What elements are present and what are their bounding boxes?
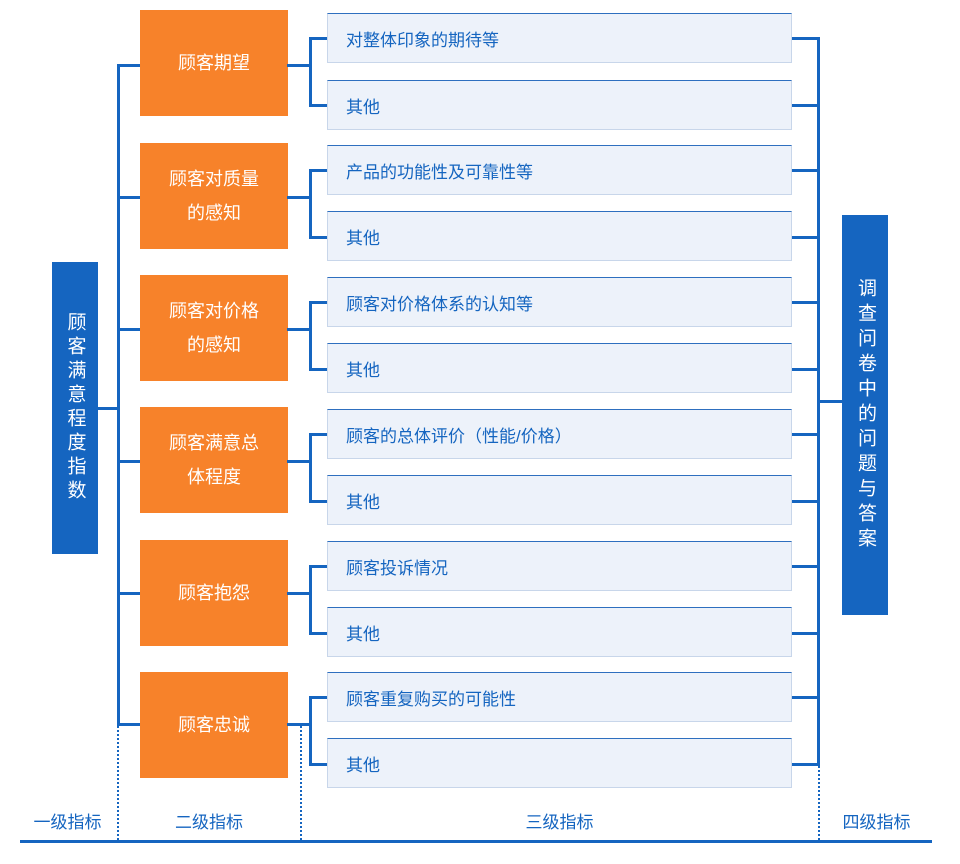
level3-node-3[interactable]: 产品的功能性及可靠性等 bbox=[327, 145, 792, 195]
connector-bracket-2 bbox=[309, 169, 312, 239]
level3-label-3: 产品的功能性及可靠性等 bbox=[346, 162, 533, 182]
legend-baseline bbox=[20, 840, 932, 843]
level3-node-8[interactable]: 其他 bbox=[327, 475, 792, 525]
connector-bracket-5 bbox=[309, 565, 312, 635]
connector-l3-out-5 bbox=[792, 301, 820, 304]
connector-bracket-4 bbox=[309, 433, 312, 503]
connector-l2-out-3 bbox=[287, 328, 312, 331]
level2-label-1: 顾客期望 bbox=[178, 53, 250, 73]
level2-label-6: 顾客忠诚 bbox=[178, 715, 250, 735]
legend-label-3: 三级指标 bbox=[525, 813, 594, 832]
level3-node-2[interactable]: 其他 bbox=[327, 80, 792, 130]
connector-bracket-2-top bbox=[309, 169, 329, 172]
connector-bracket-3-bottom bbox=[309, 368, 329, 371]
connector-branch-l2-4 bbox=[117, 460, 142, 463]
legend-label-4: 四级指标 bbox=[842, 813, 911, 832]
level3-node-5[interactable]: 顾客对价格体系的认知等 bbox=[327, 277, 792, 327]
connector-bracket-5-top bbox=[309, 565, 329, 568]
level3-node-9[interactable]: 顾客投诉情况 bbox=[327, 541, 792, 591]
connector-l3-out-9 bbox=[792, 565, 820, 568]
level1-node: 顾客满意程度指数 bbox=[52, 262, 98, 554]
level2-node-3[interactable]: 顾客对价格的感知 bbox=[140, 275, 288, 381]
level3-node-1[interactable]: 对整体印象的期待等 bbox=[327, 13, 792, 63]
connector-l2-out-2 bbox=[287, 196, 312, 199]
connector-bracket-2-bottom bbox=[309, 236, 329, 239]
connector-level4-stub bbox=[817, 400, 845, 403]
connector-l3-out-6 bbox=[792, 368, 820, 371]
connector-bracket-3 bbox=[309, 301, 312, 371]
connector-l3-out-3 bbox=[792, 169, 820, 172]
connector-l3-out-12 bbox=[792, 763, 820, 766]
connector-l3-out-10 bbox=[792, 632, 820, 635]
legend-label-2: 二级指标 bbox=[175, 813, 243, 832]
level3-label-4: 其他 bbox=[346, 228, 380, 248]
legend-divider-3 bbox=[818, 726, 820, 840]
level1-label: 顾客满意程度指数 bbox=[64, 312, 86, 504]
connector-bracket-6 bbox=[309, 696, 312, 766]
connector-bracket-1-top bbox=[309, 37, 329, 40]
connector-bracket-3-top bbox=[309, 301, 329, 304]
connector-level1-stub bbox=[98, 407, 120, 410]
connector-l2-out-4 bbox=[287, 460, 312, 463]
connector-bracket-6-bottom bbox=[309, 763, 329, 766]
level3-node-7[interactable]: 顾客的总体评价（性能/价格） bbox=[327, 409, 792, 459]
connector-bracket-4-top bbox=[309, 433, 329, 436]
legend-divider-2 bbox=[300, 726, 302, 840]
connector-l3-out-1 bbox=[792, 37, 820, 40]
connector-l2-out-1 bbox=[287, 64, 312, 67]
connector-l3-out-7 bbox=[792, 433, 820, 436]
connector-branch-l2-5 bbox=[117, 592, 142, 595]
level2-label-3: 顾客对价格的感知 bbox=[169, 301, 259, 355]
connector-l3-out-2 bbox=[792, 104, 820, 107]
connector-l3-out-11 bbox=[792, 696, 820, 699]
connector-l2-out-5 bbox=[287, 592, 312, 595]
level3-node-4[interactable]: 其他 bbox=[327, 211, 792, 261]
legend-divider-1 bbox=[117, 726, 119, 840]
level3-node-12[interactable]: 其他 bbox=[327, 738, 792, 788]
level2-node-2[interactable]: 顾客对质量的感知 bbox=[140, 143, 288, 249]
level3-label-6: 其他 bbox=[346, 360, 380, 380]
level3-label-2: 其他 bbox=[346, 97, 380, 117]
connector-l3-out-8 bbox=[792, 500, 820, 503]
connector-bracket-5-bottom bbox=[309, 632, 329, 635]
level2-label-2: 顾客对质量的感知 bbox=[169, 169, 259, 223]
level2-node-1[interactable]: 顾客期望 bbox=[140, 10, 288, 116]
connector-bracket-6-top bbox=[309, 696, 329, 699]
connector-branch-l2-6 bbox=[117, 723, 142, 726]
legend-label-1: 一级指标 bbox=[33, 813, 102, 832]
connector-branch-l2-3 bbox=[117, 328, 142, 331]
connector-l2-out-6 bbox=[287, 723, 312, 726]
connector-l3-out-4 bbox=[792, 236, 820, 239]
level3-label-9: 顾客投诉情况 bbox=[346, 558, 448, 578]
level3-node-11[interactable]: 顾客重复购买的可能性 bbox=[327, 672, 792, 722]
connector-branch-l2-1 bbox=[117, 64, 142, 67]
level3-label-7: 顾客的总体评价（性能/价格） bbox=[346, 426, 572, 446]
connector-bracket-1 bbox=[309, 37, 312, 107]
level3-label-8: 其他 bbox=[346, 492, 380, 512]
level2-node-5[interactable]: 顾客抱怨 bbox=[140, 540, 288, 646]
level4-label: 调查问卷中的问题与答案 bbox=[855, 277, 876, 553]
level3-label-10: 其他 bbox=[346, 624, 380, 644]
level2-node-4[interactable]: 顾客满意总体程度 bbox=[140, 407, 288, 513]
connector-bracket-1-bottom bbox=[309, 104, 329, 107]
level3-label-12: 其他 bbox=[346, 755, 380, 775]
level2-node-6[interactable]: 顾客忠诚 bbox=[140, 672, 288, 778]
level3-node-10[interactable]: 其他 bbox=[327, 607, 792, 657]
connector-branch-l2-2 bbox=[117, 196, 142, 199]
connector-bracket-4-bottom bbox=[309, 500, 329, 503]
level3-label-1: 对整体印象的期待等 bbox=[346, 30, 499, 50]
level3-label-11: 顾客重复购买的可能性 bbox=[346, 689, 516, 709]
level3-node-6[interactable]: 其他 bbox=[327, 343, 792, 393]
level3-label-5: 顾客对价格体系的认知等 bbox=[346, 294, 533, 314]
level4-node: 调查问卷中的问题与答案 bbox=[842, 215, 888, 615]
level2-label-5: 顾客抱怨 bbox=[178, 583, 250, 603]
connector-level2-trunk bbox=[117, 65, 120, 725]
level2-label-4: 顾客满意总体程度 bbox=[169, 433, 259, 487]
